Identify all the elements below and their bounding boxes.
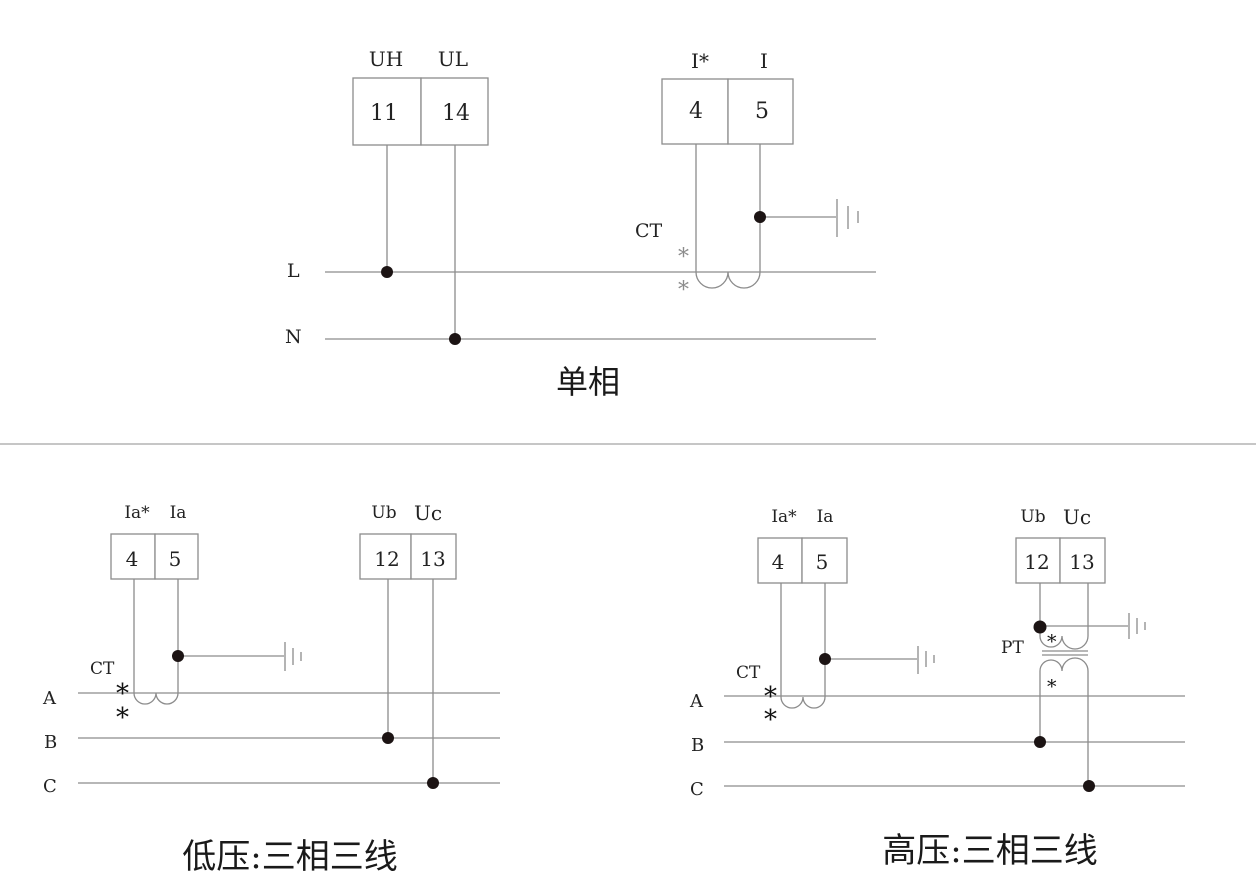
terminal-block-current: I* I 4 5 [661, 49, 794, 145]
line-label-C: C [43, 776, 57, 797]
line-label-A: A [42, 688, 57, 709]
ct-coil [780, 583, 826, 709]
line-label-B: B [44, 732, 57, 753]
pt-label: PT [1001, 638, 1024, 658]
terminal-11 [352, 77, 422, 146]
terminal-block-current: Ia* Ia 4 5 [110, 503, 199, 580]
ground-icon [1128, 613, 1146, 639]
terminal-13 [1059, 537, 1106, 584]
terminal-label-I: I [760, 49, 768, 73]
polarity-mark: * [764, 682, 777, 712]
terminal-label-Ub: Ub [1020, 507, 1045, 527]
ground-icon [917, 646, 935, 674]
diagram-title-single-phase: 单相 [556, 363, 620, 401]
line-label-C: C [690, 779, 704, 800]
terminal-number-13: 13 [1069, 550, 1094, 574]
pt-secondary-coil [1039, 583, 1089, 650]
terminal-block-voltage: UH UL 11 14 [352, 47, 489, 146]
junction-node [381, 266, 393, 278]
terminal-block-voltage: Ub Uc 12 13 [1015, 505, 1106, 584]
low-voltage-diagram: A B C Ia* Ia 4 5 CT * * Ub Uc 12 [42, 501, 500, 877]
terminal-5 [154, 533, 199, 580]
polarity-mark: * [116, 703, 129, 733]
line-label-N: N [285, 326, 302, 348]
ct-label: CT [635, 220, 663, 242]
line-label-A: A [689, 691, 704, 712]
ct-label: CT [90, 659, 115, 679]
terminal-label-Uc: Uc [1063, 505, 1091, 529]
terminal-number-5: 5 [169, 547, 182, 571]
ct-coil [695, 144, 761, 289]
terminal-number-12: 12 [1024, 550, 1049, 574]
junction-node [1033, 620, 1047, 634]
terminal-5 [801, 537, 848, 584]
terminal-number-4: 4 [689, 99, 703, 124]
terminal-label-Ia-star: Ia* [771, 507, 797, 527]
line-label-B: B [691, 735, 704, 756]
polarity-mark: * [764, 705, 777, 735]
terminal-12 [1015, 537, 1061, 584]
junction-node [382, 732, 394, 744]
junction-node [427, 777, 439, 789]
terminal-label-Ia: Ia [170, 503, 187, 523]
junction-node [449, 333, 461, 345]
terminal-number-12: 12 [374, 547, 399, 571]
pt-primary-coil [1039, 657, 1089, 786]
junction-node [754, 211, 766, 223]
high-voltage-diagram: A B C Ia* Ia 4 5 CT * * Ub Uc 12 [689, 505, 1185, 871]
polarity-mark: * [678, 245, 689, 270]
ground-icon [836, 199, 859, 237]
ct-label: CT [736, 663, 761, 683]
terminal-block-current: Ia* Ia 4 5 [757, 507, 848, 584]
single-phase-diagram: L N UH UL 11 14 I* I 4 5 CT * * [285, 47, 876, 401]
terminal-label-Ia-star: Ia* [124, 503, 150, 523]
ground-icon [284, 642, 302, 671]
polarity-mark: * [1047, 631, 1057, 653]
diagram-title-low-voltage: 低压:三相三线 [182, 837, 397, 877]
terminal-4 [110, 533, 156, 580]
polarity-mark: * [678, 278, 689, 303]
terminal-label-UH: UH [369, 47, 403, 71]
diagram-title-high-voltage: 高压:三相三线 [882, 831, 1097, 871]
terminal-5 [727, 78, 794, 145]
terminal-number-4: 4 [126, 547, 139, 571]
junction-node [1034, 736, 1046, 748]
terminal-label-Ub: Ub [371, 503, 396, 523]
terminal-label-Ia: Ia [817, 507, 834, 527]
polarity-mark: * [116, 679, 129, 709]
terminal-14 [420, 77, 489, 146]
terminal-number-5: 5 [755, 99, 769, 124]
terminal-label-Uc: Uc [414, 501, 442, 525]
polarity-mark: * [1047, 676, 1057, 698]
terminal-label-UL: UL [438, 47, 468, 71]
ct-coil [133, 579, 179, 705]
terminal-label-I-star: I* [691, 49, 709, 73]
terminal-4 [661, 78, 729, 145]
junction-node [819, 653, 831, 665]
terminal-4 [757, 537, 803, 584]
line-label-L: L [287, 260, 300, 282]
terminal-number-13: 13 [420, 547, 445, 571]
junction-node [172, 650, 184, 662]
junction-node [1083, 780, 1095, 792]
terminal-number-4: 4 [772, 550, 785, 574]
terminal-number-14: 14 [442, 101, 470, 126]
terminal-number-11: 11 [370, 101, 398, 126]
terminal-block-voltage: Ub Uc 12 13 [359, 501, 457, 580]
terminal-12 [359, 533, 412, 580]
terminal-number-5: 5 [816, 550, 829, 574]
